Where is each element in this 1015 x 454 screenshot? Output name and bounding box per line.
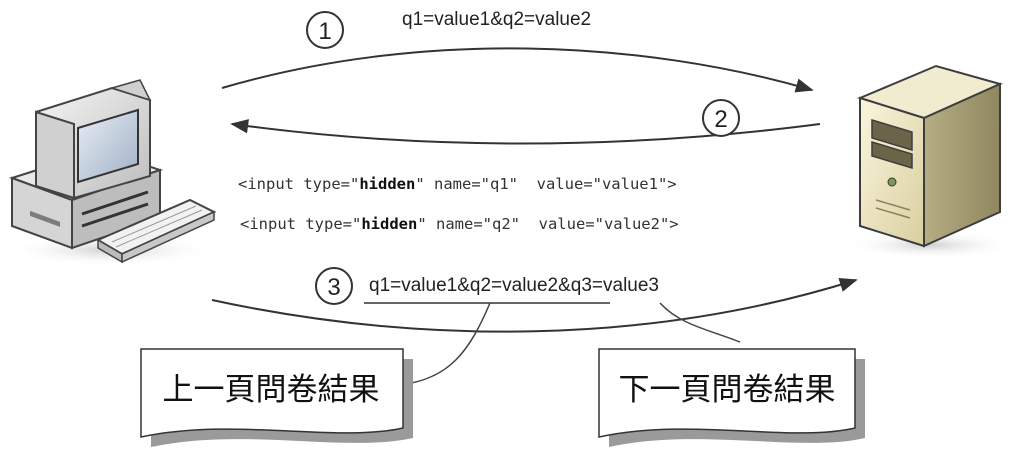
previous-note-connector	[397, 302, 491, 386]
hidden-input-line-1: <input type="hidden" name="q1" value="va…	[238, 175, 677, 193]
previous-page-note: 上一頁問卷結果	[140, 348, 413, 447]
step-3-number: 3	[327, 274, 340, 301]
request-arrow-1	[221, 47, 814, 93]
step-2-circle	[702, 99, 740, 137]
response-arrow-2	[230, 119, 821, 145]
step-1-circle	[306, 11, 344, 49]
next-page-note-label: 下一頁問卷結果	[619, 372, 836, 408]
step-3-circle	[315, 267, 353, 305]
next-page-note: 下一頁問卷結果	[598, 348, 865, 447]
step-2-number: 2	[714, 106, 727, 133]
server-tower-icon	[845, 64, 1015, 259]
next-note-connector	[659, 302, 741, 343]
desktop-computer-icon	[5, 79, 217, 266]
step-1-number: 1	[318, 18, 331, 45]
step-3-query: q1=value1&q2=value2&q3=value3	[369, 275, 659, 296]
hidden-input-line-2: <input type="hidden" name="q2" value="va…	[240, 215, 679, 233]
previous-page-note-label: 上一頁問卷結果	[163, 372, 380, 408]
step-1-query: q1=value1&q2=value2	[402, 9, 591, 30]
request-arrow-3	[211, 278, 858, 333]
